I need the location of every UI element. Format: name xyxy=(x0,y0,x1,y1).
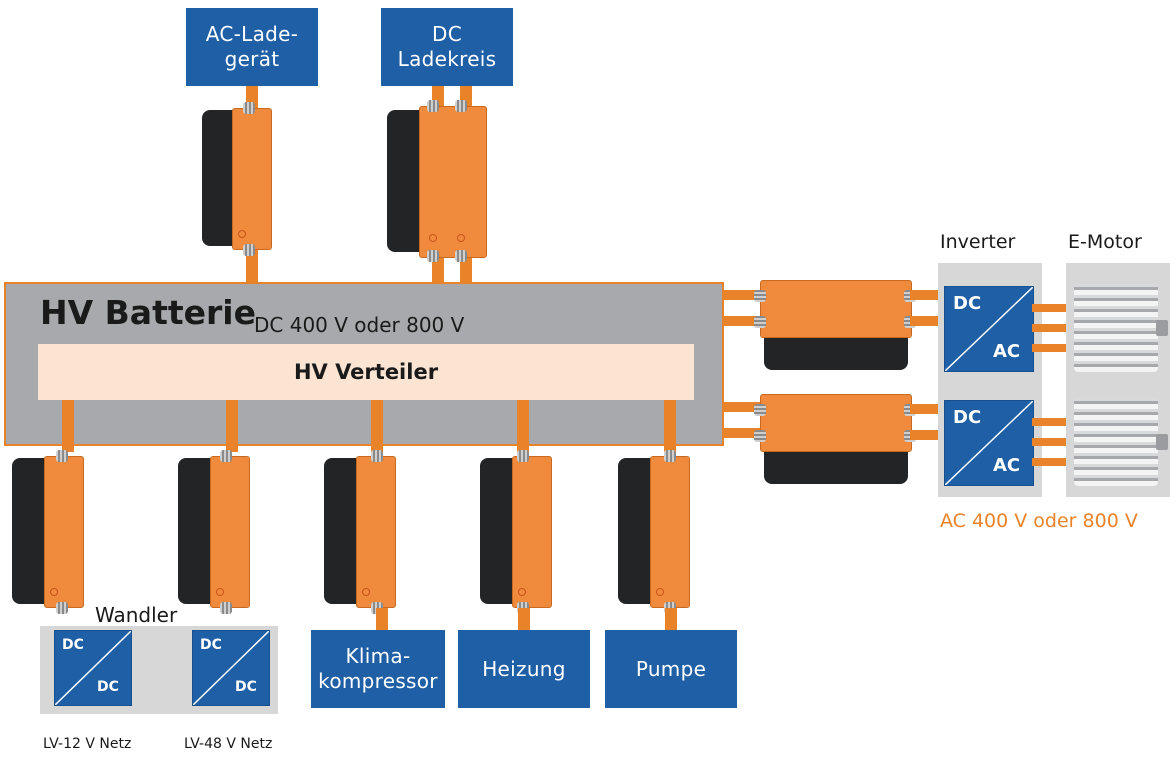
hv-distributor-label: HV Verteiler xyxy=(293,360,439,384)
cable xyxy=(910,290,944,300)
cable xyxy=(910,316,944,326)
cable xyxy=(724,316,768,326)
heater-module-icon xyxy=(480,450,552,614)
inverter-lower-output: AC xyxy=(993,455,1021,476)
cable xyxy=(665,608,677,632)
dc-dc-12v-module-icon xyxy=(12,450,84,614)
motor-lower-icon xyxy=(1074,398,1158,486)
hv-distributor-bar: HV Verteiler xyxy=(38,344,694,400)
ac-voltage-label: AC 400 V oder 800 V xyxy=(940,510,1138,532)
inverter-label: Inverter xyxy=(940,231,1016,253)
heater-label: Heizung xyxy=(482,656,566,681)
ac-charger-module-icon xyxy=(202,102,272,256)
motor-upper-shaft-icon xyxy=(1156,320,1168,336)
cable xyxy=(226,400,238,452)
cable xyxy=(518,608,530,632)
climate-compressor-label: Klima- kompressor xyxy=(318,644,438,693)
cable xyxy=(664,400,676,452)
climate-compressor-box: Klima- kompressor xyxy=(311,630,445,708)
cable xyxy=(910,404,944,414)
dc-charger-module-icon xyxy=(387,100,487,262)
lv-12v-caption: LV-12 V Netz xyxy=(43,736,132,752)
converter-48v-input: DC xyxy=(200,637,222,653)
cable xyxy=(724,290,768,300)
inverter-lower-symbol-icon: DC AC xyxy=(944,400,1034,486)
cable xyxy=(517,400,529,452)
inverter-module-lower-icon xyxy=(754,394,916,486)
lv-48v-caption: LV-48 V Netz xyxy=(184,736,273,752)
inverter-upper-symbol-icon: DC AC xyxy=(944,286,1034,372)
cable xyxy=(62,400,74,452)
cable xyxy=(910,430,944,440)
cable xyxy=(376,608,388,632)
pump-box: Pumpe xyxy=(605,630,737,708)
converter-12v-output: DC xyxy=(97,679,119,695)
cable xyxy=(1032,324,1072,332)
motor-label: E-Motor xyxy=(1068,231,1142,253)
climate-compressor-module-icon xyxy=(324,450,396,614)
heater-box: Heizung xyxy=(458,630,590,708)
cable xyxy=(371,400,383,452)
cable xyxy=(1032,438,1072,446)
cable xyxy=(1032,418,1072,426)
converter-group-label: Wandler xyxy=(95,603,178,627)
converter-48v-output: DC xyxy=(235,679,257,695)
dc-dc-48v-module-icon xyxy=(178,450,250,614)
inverter-upper-output: AC xyxy=(993,341,1021,362)
cable xyxy=(1032,458,1072,466)
cable xyxy=(724,428,768,438)
pump-label: Pumpe xyxy=(635,656,707,681)
motor-upper-icon xyxy=(1074,284,1158,372)
ac-charger-box: AC-Lade- gerät xyxy=(186,8,318,86)
dc-charging-box: DC Ladekreis xyxy=(381,8,513,86)
motor-lower-shaft-icon xyxy=(1156,434,1168,450)
dc-dc-converter-12v-symbol-icon: DC DC xyxy=(54,630,132,706)
cable xyxy=(1032,304,1072,312)
cable xyxy=(724,402,768,412)
ac-charger-label: AC-Lade- gerät xyxy=(205,22,299,71)
pump-module-icon xyxy=(618,450,690,614)
hv-battery-subtitle: DC 400 V oder 800 V xyxy=(254,313,465,337)
hv-battery-title: HV Batterie xyxy=(40,293,256,332)
inverter-upper-input: DC xyxy=(953,293,982,314)
cable xyxy=(1032,344,1072,352)
dc-charging-label: DC Ladekreis xyxy=(397,22,497,71)
dc-dc-converter-48v-symbol-icon: DC DC xyxy=(192,630,270,706)
inverter-lower-input: DC xyxy=(953,407,982,428)
converter-12v-input: DC xyxy=(62,637,84,653)
inverter-module-upper-icon xyxy=(754,280,916,372)
